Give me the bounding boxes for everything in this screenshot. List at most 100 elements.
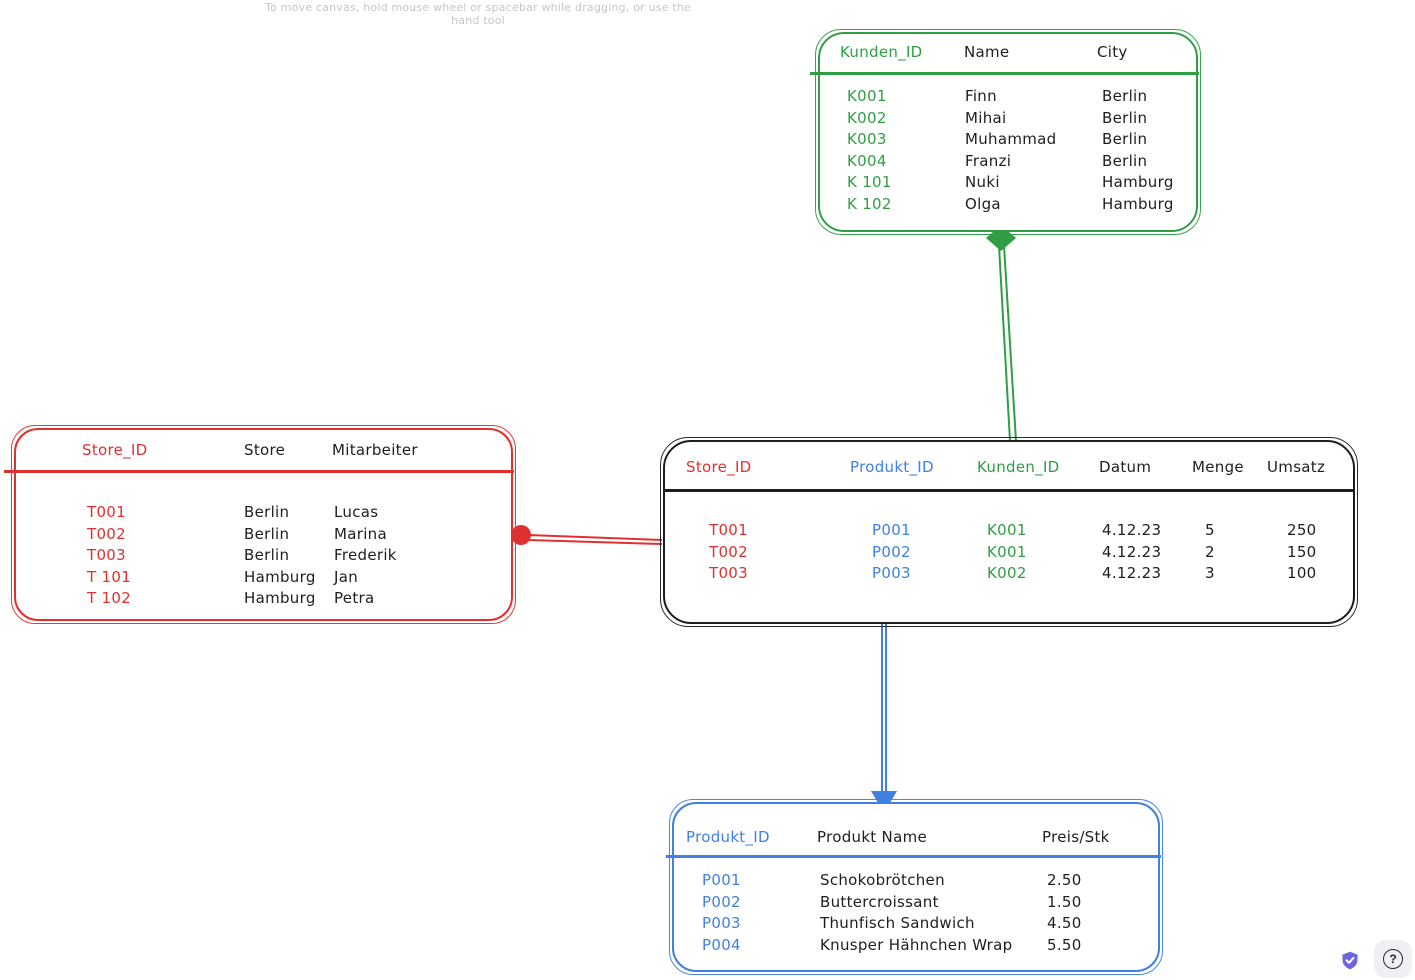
header-separator bbox=[666, 855, 1161, 858]
table-cell: T001 bbox=[709, 521, 748, 539]
table-header-row: Produkt_ID Produkt Name Preis/Stk bbox=[674, 827, 1158, 847]
table-cell: 150 bbox=[1287, 542, 1317, 561]
table-row: T001 P001 K001 4.12.23 5 250 bbox=[665, 520, 1353, 542]
table-cell: P001 bbox=[872, 521, 911, 539]
table-cell: Berlin bbox=[1102, 151, 1148, 170]
shield-check-icon[interactable] bbox=[1340, 950, 1360, 971]
table-cell: 4.12.23 bbox=[1102, 521, 1162, 539]
table-cell: Finn bbox=[965, 87, 997, 105]
table-cell: 1.50 bbox=[1047, 892, 1082, 911]
table-cell: P002 bbox=[702, 892, 741, 911]
table-cell: 4.50 bbox=[1047, 914, 1082, 932]
table-cell: 250 bbox=[1287, 521, 1317, 539]
column-header: Datum bbox=[1099, 458, 1152, 476]
table-row: P001 Schokobrötchen 2.50 bbox=[674, 870, 1158, 892]
table-cell: 5.50 bbox=[1047, 935, 1082, 954]
column-header: Preis/Stk bbox=[1042, 828, 1110, 846]
table-cell: 5 bbox=[1205, 521, 1215, 539]
connector-store-umsatz[interactable] bbox=[511, 525, 663, 545]
table-cell: Schokobrötchen bbox=[820, 871, 945, 889]
table-cell: P003 bbox=[702, 914, 741, 932]
table-cell: 2.50 bbox=[1047, 871, 1082, 889]
table-cell: T003 bbox=[709, 564, 748, 582]
question-mark-icon: ? bbox=[1383, 949, 1403, 969]
table-cell: 3 bbox=[1205, 564, 1215, 582]
table-cell: K002 bbox=[847, 108, 887, 127]
table-cell: P001 bbox=[702, 871, 741, 889]
table-cell: Franzi bbox=[965, 151, 1012, 170]
table-cell: Berlin bbox=[1102, 108, 1148, 127]
table-cell: 100 bbox=[1287, 564, 1317, 582]
table-cell: Olga bbox=[965, 194, 1001, 213]
table-cell: Buttercroissant bbox=[820, 892, 939, 911]
connector-kunden-umsatz[interactable] bbox=[986, 225, 1017, 442]
column-header: Produkt Name bbox=[817, 828, 928, 846]
table-cell: K 101 bbox=[847, 173, 892, 191]
table-cell: 2 bbox=[1205, 542, 1215, 561]
table-row: P002 Buttercroissant 1.50 bbox=[674, 892, 1158, 914]
table-row: T003 P003 K002 4.12.23 3 100 bbox=[665, 563, 1353, 585]
table-row: K 101 Nuki Hamburg bbox=[820, 172, 1196, 194]
table-cell: Marina bbox=[334, 524, 387, 543]
table-header-row: Store_ID Produkt_ID Kunden_ID Datum Meng… bbox=[665, 457, 1353, 477]
table-cell: T001 bbox=[87, 503, 126, 521]
table-cell: K001 bbox=[987, 521, 1027, 539]
column-header: Produkt_ID bbox=[850, 458, 934, 476]
table-cell: Berlin bbox=[1102, 87, 1148, 105]
table-cell: 4.12.23 bbox=[1102, 564, 1162, 582]
connector-umsatz-produkt[interactable] bbox=[871, 623, 897, 813]
table-cell: P003 bbox=[872, 564, 911, 582]
table-cell: Berlin bbox=[244, 546, 290, 564]
column-header: Kunden_ID bbox=[840, 43, 923, 61]
column-header: Store bbox=[244, 441, 286, 459]
table-cell: T 102 bbox=[87, 589, 132, 607]
table-cell: K001 bbox=[847, 87, 887, 105]
help-button[interactable]: ? bbox=[1374, 940, 1412, 978]
header-separator bbox=[665, 489, 1353, 492]
table-header-row: Store_ID Store Mitarbeiter bbox=[16, 440, 511, 460]
canvas-hint-text: To move canvas, hold mouse wheel or spac… bbox=[264, 1, 692, 27]
column-header: Menge bbox=[1192, 458, 1244, 476]
table-cell: Berlin bbox=[1102, 130, 1148, 148]
table-cell: Muhammad bbox=[965, 130, 1057, 148]
table-produkt[interactable]: Produkt_ID Produkt Name Preis/Stk P001 Sc… bbox=[666, 799, 1163, 975]
table-umsatz-fact[interactable]: Store_ID Produkt_ID Kunden_ID Datum Meng… bbox=[660, 437, 1358, 627]
table-cell: K001 bbox=[987, 542, 1027, 561]
table-cell: K 102 bbox=[847, 194, 892, 213]
column-header: City bbox=[1097, 43, 1128, 61]
header-separator bbox=[810, 72, 1199, 75]
table-cell: K002 bbox=[987, 564, 1027, 582]
table-cell: Hamburg bbox=[1102, 194, 1174, 213]
header-separator bbox=[4, 470, 514, 473]
table-row: K 102 Olga Hamburg bbox=[820, 194, 1196, 216]
table-cell: Jan bbox=[334, 567, 359, 586]
column-header: Mitarbeiter bbox=[332, 441, 418, 459]
table-cell: Hamburg bbox=[1102, 173, 1174, 191]
table-cell: T002 bbox=[709, 542, 748, 561]
table-row: K001 Finn Berlin bbox=[820, 86, 1196, 108]
table-cell: P004 bbox=[702, 935, 741, 954]
column-header: Produkt_ID bbox=[686, 828, 770, 846]
table-header-row: Kunden_ID Name City bbox=[820, 42, 1196, 62]
table-cell: Berlin bbox=[244, 524, 290, 543]
table-cell: 4.12.23 bbox=[1102, 542, 1162, 561]
table-cell: Mihai bbox=[965, 108, 1007, 127]
table-cell: Berlin bbox=[244, 503, 290, 521]
table-cell: Hamburg bbox=[244, 589, 316, 607]
table-cell: Nuki bbox=[965, 173, 1000, 191]
column-header: Name bbox=[964, 43, 1010, 61]
column-header: Store_ID bbox=[686, 458, 752, 476]
